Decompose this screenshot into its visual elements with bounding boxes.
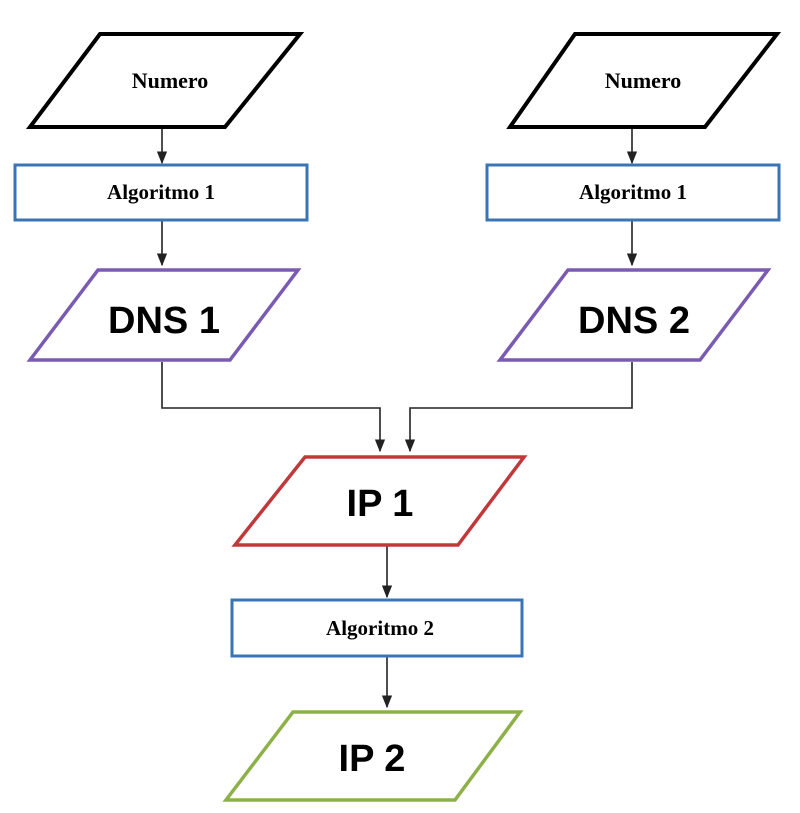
input-left-label: Numero	[132, 68, 209, 93]
node-algo1-right: Algoritmo 1	[485, 163, 781, 222]
node-input-right: Numero	[506, 32, 782, 129]
algo1-right-box	[485, 163, 781, 222]
ip1-shape	[231, 455, 528, 547]
edge-dns2-to-ip1	[404, 362, 633, 453]
node-input-left: Numero	[25, 32, 305, 129]
dns1-shape	[26, 268, 302, 362]
algo2-label: Algoritmo 2	[326, 616, 434, 640]
ip1-label: IP 1	[347, 483, 414, 525]
node-dns1: DNS 1	[26, 268, 302, 362]
algo2-box	[230, 598, 524, 658]
algo1-right-label: Algoritmo 1	[579, 180, 687, 204]
node-ip1: IP 1	[231, 455, 528, 547]
ip2-label: IP 2	[339, 738, 406, 780]
node-algo1-left: Algoritmo 1	[13, 163, 309, 222]
node-dns2: DNS 2	[496, 268, 772, 362]
edge-dns1-to-ip1	[161, 362, 386, 453]
ip2-shape	[222, 710, 524, 802]
dns1-label: DNS 1	[108, 300, 220, 342]
node-algo2: Algoritmo 2	[230, 598, 524, 658]
input-right-shape	[506, 32, 782, 129]
dns2-label: DNS 2	[578, 300, 690, 342]
dns2-shape	[496, 268, 772, 362]
connectors	[156, 128, 638, 709]
input-right-label: Numero	[605, 68, 682, 93]
input-left-shape	[25, 32, 305, 129]
algo1-left-label: Algoritmo 1	[107, 180, 215, 204]
algo1-left-box	[13, 163, 309, 222]
node-ip2: IP 2	[222, 710, 524, 802]
